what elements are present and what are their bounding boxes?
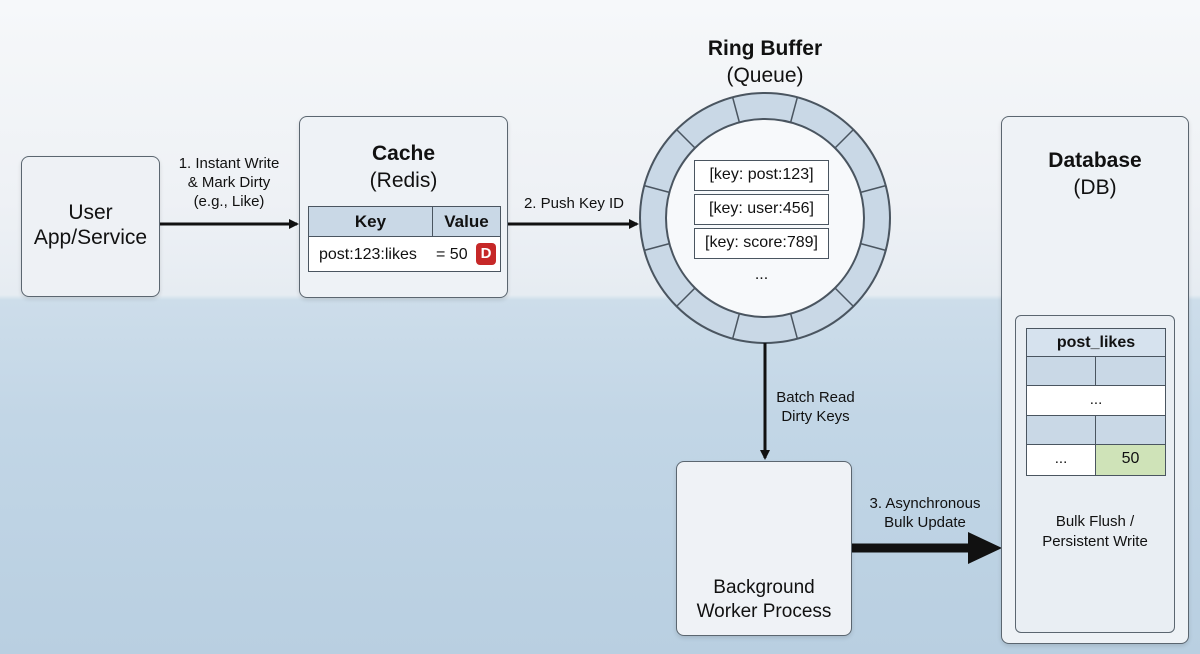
table-row-ellipsis: ... bbox=[1027, 386, 1165, 416]
db-subtitle: (DB) bbox=[1073, 175, 1117, 199]
cache-table: Key Value post:123:likes = 50 D bbox=[308, 206, 501, 272]
ring-segment-divider bbox=[860, 242, 886, 252]
ring-ellipsis: ... bbox=[754, 266, 769, 283]
cache-box: Cache (Redis) Key Value post:123:likes =… bbox=[299, 116, 508, 298]
ring-item-1: [key: user:456] bbox=[694, 194, 829, 225]
db-note-line1: Bulk Flush / bbox=[1055, 513, 1135, 530]
ring-segment-divider bbox=[860, 184, 886, 194]
step3-label: 3. Asynchronous Bulk Update bbox=[869, 495, 981, 531]
cache-title: Cache bbox=[371, 142, 436, 165]
ring-segment-divider bbox=[676, 129, 696, 149]
ring-segment-divider bbox=[676, 287, 696, 307]
user-label-line2: App/Service bbox=[33, 225, 148, 249]
cache-subtitle: (Redis) bbox=[369, 168, 438, 192]
ring-segment-divider bbox=[731, 313, 741, 339]
cache-row-value: = 50 bbox=[436, 246, 468, 263]
worker-label-line1: Background bbox=[713, 577, 815, 598]
ring-segments bbox=[644, 97, 886, 339]
user-app-box: User App/Service bbox=[21, 156, 160, 297]
table-cell bbox=[1027, 357, 1096, 386]
table-cell bbox=[1027, 416, 1096, 445]
user-label-line1: User bbox=[68, 201, 113, 224]
worker-box: Background Worker Process bbox=[676, 461, 852, 636]
database-box: Database (DB) post_likes ... ... 50 Bulk… bbox=[1001, 116, 1189, 644]
ring-item-2: [key: score:789] bbox=[694, 228, 829, 259]
ring-item-0: [key: post:123] bbox=[694, 160, 829, 191]
ring-subtitle: (Queue) bbox=[726, 63, 804, 87]
ring-segment-divider bbox=[644, 242, 670, 252]
ring-segment-divider bbox=[834, 287, 854, 307]
dirty-badge: D bbox=[476, 243, 496, 265]
ring-segment-divider bbox=[789, 97, 799, 123]
db-note-line2: Persistent Write bbox=[1042, 533, 1148, 551]
db-inner-panel: post_likes ... ... 50 Bulk Flush / Persi… bbox=[1015, 315, 1175, 633]
ring-segment-divider bbox=[834, 129, 854, 149]
cache-row-key: post:123:likes bbox=[319, 246, 417, 263]
cache-col-value: Value bbox=[433, 207, 500, 237]
ring-segment-divider bbox=[789, 313, 799, 339]
ring-segment-divider bbox=[644, 184, 670, 194]
post-likes-table: post_likes ... ... 50 bbox=[1026, 328, 1166, 476]
table-cell bbox=[1096, 416, 1165, 445]
step1-label: 1. Instant Write & Mark Dirty (e.g., Lik… bbox=[178, 155, 280, 210]
cache-col-key: Key bbox=[309, 207, 433, 237]
step2-label: 2. Push Key ID bbox=[523, 195, 625, 212]
worker-label-line2: Worker Process bbox=[696, 601, 832, 623]
db-title: Database bbox=[1048, 149, 1142, 172]
table-last-value: 50 bbox=[1096, 445, 1165, 475]
ring-segment-divider bbox=[731, 97, 741, 123]
batch-read-label: Batch Read Dirty Keys bbox=[776, 389, 855, 425]
table-last-left: ... bbox=[1027, 445, 1096, 475]
arrow-worker-to-db bbox=[852, 532, 1002, 564]
table-cell bbox=[1096, 357, 1165, 386]
post-likes-table-name: post_likes bbox=[1027, 329, 1165, 357]
ring-title: Ring Buffer bbox=[707, 37, 823, 60]
